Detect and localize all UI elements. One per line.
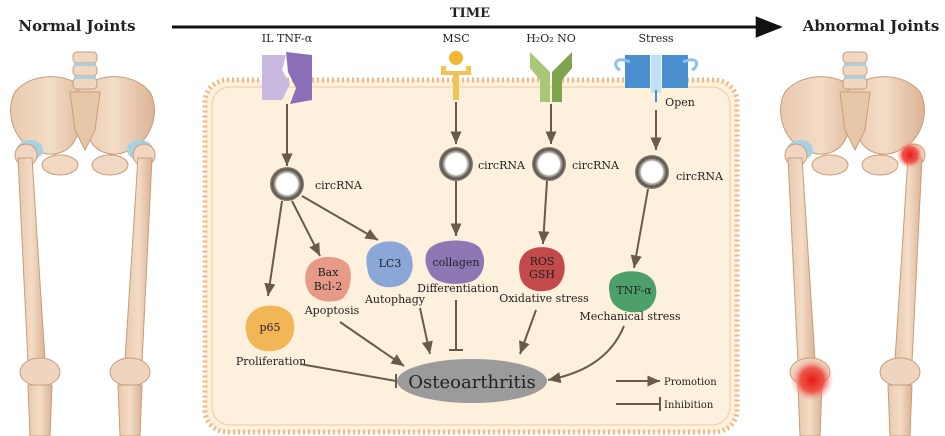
ros-gsh-blob xyxy=(519,247,565,292)
time-label: TIME xyxy=(450,6,490,21)
normal-joints-illustration xyxy=(10,51,156,436)
gsh-label: GSH xyxy=(529,268,555,281)
open-label: Open xyxy=(665,96,695,109)
p65-label: p65 xyxy=(259,321,280,334)
oxidative-stress-label: Oxidative stress xyxy=(499,292,589,305)
arrow-mechanical-to-oa xyxy=(547,325,625,384)
p65-blob xyxy=(245,305,295,352)
proliferation-label: Proliferation xyxy=(236,355,306,368)
circrna-label-3: circRNA xyxy=(572,159,620,172)
osteoarthritis-node xyxy=(397,359,547,403)
osteoarthritis-label: Osteoarthritis xyxy=(408,372,535,393)
circrna-ring-2 xyxy=(439,147,473,181)
arrow-apoptosis-to-oa xyxy=(339,321,405,367)
circrna-ring-3 xyxy=(532,147,566,181)
msc-label: MSC xyxy=(442,32,469,45)
circrna-label-4: circRNA xyxy=(676,170,724,183)
arrow-circrna-to-lc3 xyxy=(301,195,379,241)
lc3-blob xyxy=(366,241,413,288)
abnormal-joints-title: Abnormal Joints xyxy=(802,17,940,35)
collagen-label: collagen xyxy=(432,256,479,269)
circrna-label-1: circRNA xyxy=(315,179,363,192)
stress-label: Stress xyxy=(638,32,673,45)
arrow-autophagy-to-oa xyxy=(419,307,433,355)
h2o2-no-receptor-icon xyxy=(530,52,572,102)
ros-label: ROS xyxy=(530,255,555,268)
circrna-label-2: circRNA xyxy=(478,159,526,172)
autophagy-label: Autophagy xyxy=(364,293,426,306)
apoptosis-label: Apoptosis xyxy=(304,304,360,317)
msc-receptor-icon xyxy=(441,51,471,100)
legend-inhibition-label: Inhibition xyxy=(664,400,714,411)
bax-bcl2-blob xyxy=(305,256,351,302)
arrow-circrna-to-bax xyxy=(291,200,321,257)
circrna-ring-1 xyxy=(270,167,304,201)
stress-receptor-icon xyxy=(614,55,699,102)
mechanical-stress-label: Mechanical stress xyxy=(579,310,680,323)
hip-inflammation-spot xyxy=(896,141,924,169)
inhibit-proliferation-to-oa xyxy=(299,363,397,382)
arrow-oxidative-to-oa xyxy=(519,309,537,355)
circrna-ring-4 xyxy=(635,155,669,189)
lc3-label: LC3 xyxy=(379,257,402,270)
bax-label: Bax xyxy=(318,266,340,279)
normal-joints-title: Normal Joints xyxy=(18,17,135,35)
arrow-circrna-to-ros xyxy=(538,180,550,245)
tnf-alpha-label: TNF-α xyxy=(616,284,652,297)
legend-promotion-label: Promotion xyxy=(664,377,717,388)
abnormal-joints-illustration xyxy=(780,51,926,436)
bcl2-label: Bcl-2 xyxy=(314,280,342,293)
il-tnf-label: IL TNF-α xyxy=(262,32,313,45)
h2o2-no-label: H₂O₂ NO xyxy=(526,32,576,45)
tnf-alpha-blob xyxy=(609,271,657,313)
knee-inflammation-spot xyxy=(790,358,834,402)
differentiation-label: Differentiation xyxy=(417,282,499,295)
collagen-blob xyxy=(425,240,485,284)
il-tnf-receptor-icon xyxy=(262,52,312,104)
arrow-circrna-to-p65 xyxy=(264,200,283,297)
arrow-circrna-to-tnf xyxy=(630,188,649,269)
